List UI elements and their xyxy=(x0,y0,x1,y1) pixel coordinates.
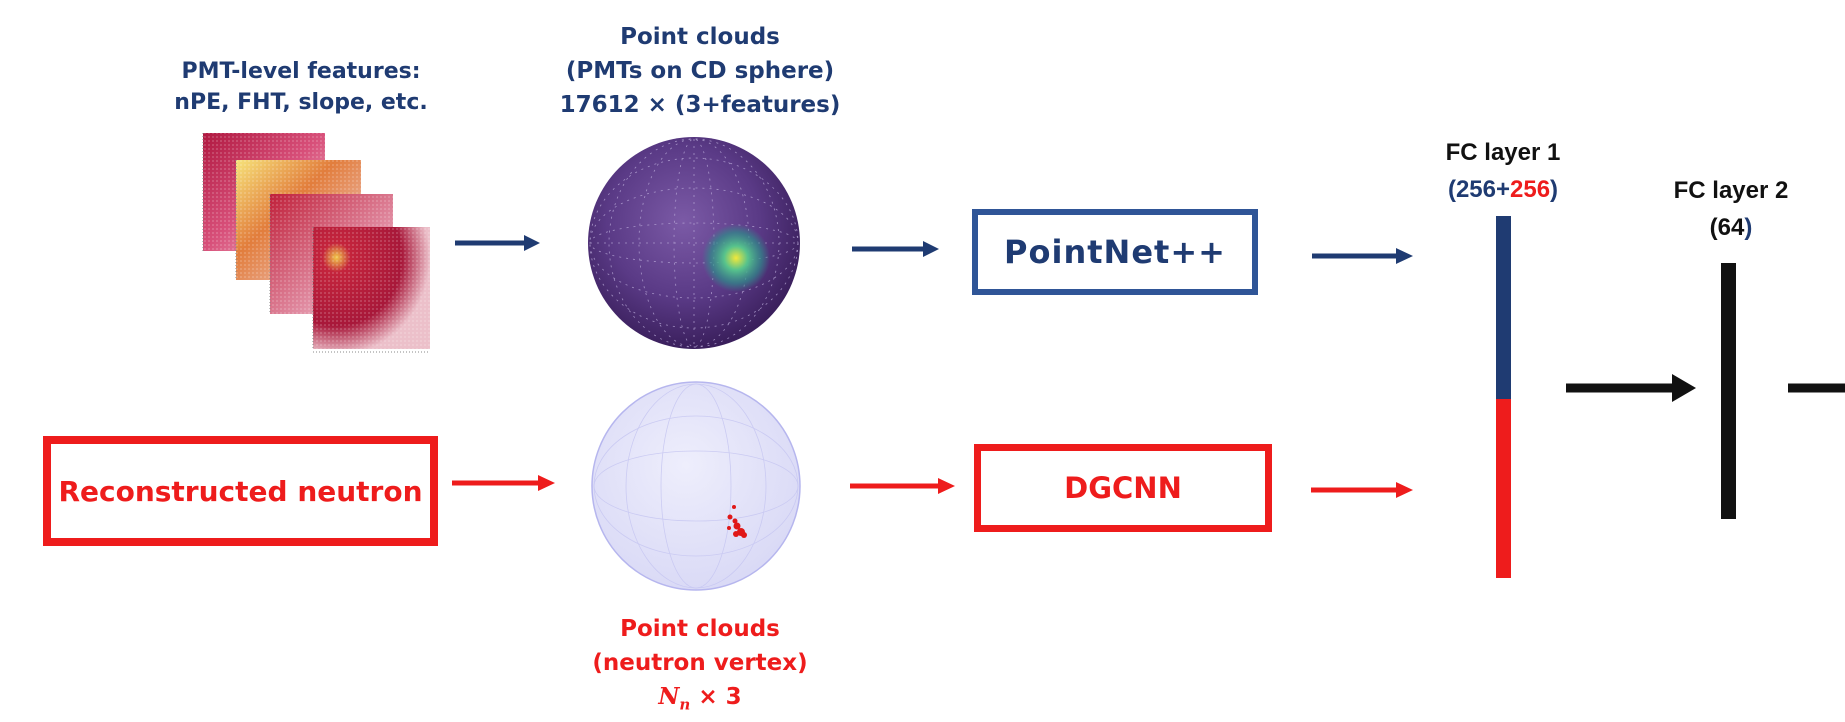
fc2-size-value: 64 xyxy=(1717,214,1745,241)
feature-map-4 xyxy=(312,227,430,353)
fc1-part-a: 256 xyxy=(1455,176,1496,203)
pmt-pointcloud-label: Point clouds (PMTs on CD sphere) 17612 ×… xyxy=(540,20,860,122)
pmt-features-line-2: nPE, FHT, slope, etc. xyxy=(174,90,428,115)
fc2-bar xyxy=(1721,263,1736,519)
arrow-pointcloud-to-dgcnn xyxy=(850,478,955,494)
neutron-shape-suffix: × 3 xyxy=(690,684,742,710)
arrow-pointcloud-to-pointnet xyxy=(852,241,939,257)
fc2-label: FC layer 2 (64) xyxy=(1636,172,1826,246)
fc1-bar xyxy=(1496,216,1511,578)
fc1-size: (256+256) xyxy=(1447,176,1559,203)
neutron-shape-line: Nn × 3 xyxy=(560,680,840,722)
fc1-part-b: 256 xyxy=(1510,176,1551,203)
arrow-fc1-to-fc2 xyxy=(1566,374,1696,402)
arrow-dgcnn-to-fc1 xyxy=(1311,482,1413,498)
feature-map-stack xyxy=(202,133,430,353)
fc2-size: (64) xyxy=(1709,214,1753,241)
diagram-graphics xyxy=(202,133,1845,591)
pmt-pointcloud-line-1: Point clouds xyxy=(620,24,780,50)
arrow-neutron-to-pointcloud xyxy=(452,475,555,491)
fc1-title: FC layer 1 xyxy=(1445,139,1561,166)
arrow-features-to-pointcloud xyxy=(455,235,540,251)
pmt-pointcloud-line-2: (PMTs on CD sphere) xyxy=(565,58,835,84)
reconstructed-neutron-label: Reconstructed neutron xyxy=(58,474,423,508)
neutron-pointcloud-line-1: Point clouds xyxy=(620,616,780,642)
neutron-shape-subscript: n xyxy=(679,695,691,714)
neutron-pointcloud-sphere xyxy=(591,381,801,591)
dgcnn-box: DGCNN xyxy=(974,444,1272,532)
pointnet-label: PointNet++ xyxy=(1004,233,1226,271)
neutron-shape-symbol: N xyxy=(658,683,680,710)
pmt-pointcloud-sphere xyxy=(588,137,800,349)
neutron-pointcloud-line-2: (neutron vertex) xyxy=(592,650,808,676)
pmt-features-label: PMT-level features: nPE, FHT, slope, etc… xyxy=(160,56,442,118)
pmt-pointcloud-line-3: 17612 × (3+features) xyxy=(559,92,841,118)
dgcnn-label: DGCNN xyxy=(1064,471,1182,505)
reconstructed-neutron-box: Reconstructed neutron xyxy=(43,436,438,546)
arrow-pointnet-to-fc1 xyxy=(1312,248,1413,264)
pmt-features-line-1: PMT-level features: xyxy=(181,59,421,84)
fc2-title: FC layer 2 xyxy=(1673,177,1789,204)
pointnet-box: PointNet++ xyxy=(972,209,1258,295)
fc1-label: FC layer 1 (256+256) xyxy=(1408,134,1598,208)
neutron-vertex-points xyxy=(727,505,747,538)
neutron-pointcloud-label: Point clouds (neutron vertex) Nn × 3 xyxy=(560,612,840,722)
